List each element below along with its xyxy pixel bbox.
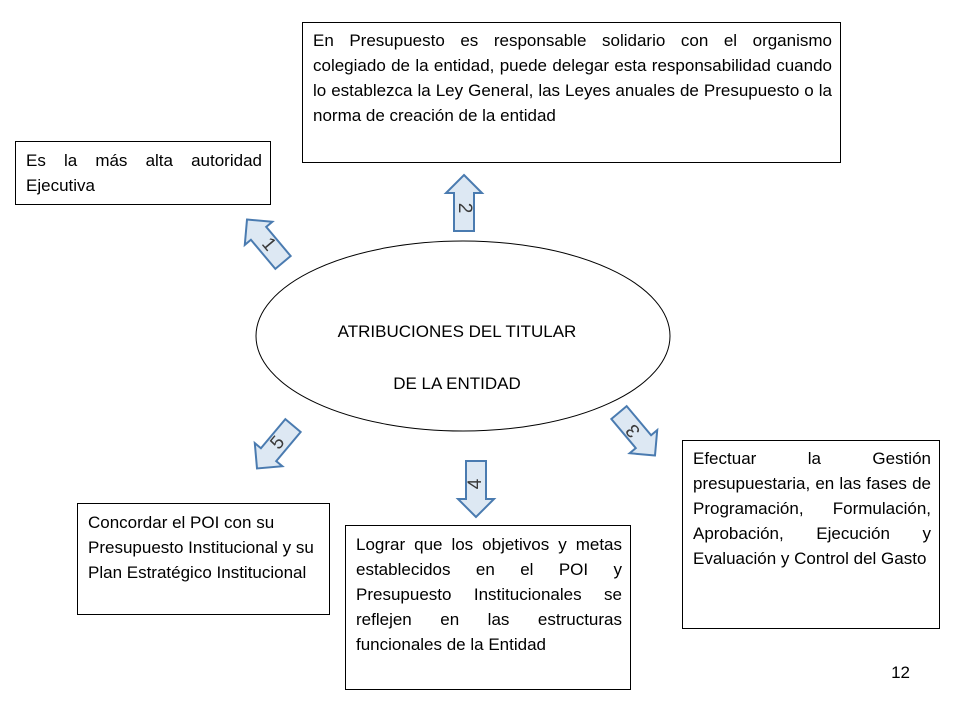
box-objetivos-metas: Lograr que los objetivos y metas estable… [345,525,631,690]
arrow-shape [443,173,485,232]
ellipse-shape [255,240,671,432]
box-responsabilidad: En Presupuesto es responsable solidario … [302,22,841,163]
center-ellipse: ATRIBUCIONES DEL TITULAR DE LA ENTIDAD [255,240,671,432]
box-autoridad: Es la más alta autoridad Ejecutiva [15,141,271,205]
center-title-line2: DE LA ENTIDAD [393,374,521,393]
arrow-shape [253,417,303,470]
arrow-4-icon: 4 [455,460,497,519]
arrow-2-icon: 2 [443,173,485,232]
center-title-line1: ATRIBUCIONES DEL TITULAR [337,322,577,341]
arrow-shape [455,460,497,519]
arrow-shape [243,218,293,271]
arrow-3-icon: 3 [604,400,670,469]
arrow-number: 2 [454,202,475,214]
box-gestion: Efectuar la Gestión presupuestaria, en l… [682,440,940,629]
page-number: 12 [891,663,910,682]
box-concordar-poi: Concordar el POI con su Presupuesto Inst… [77,503,330,615]
arrow-shape [609,404,659,457]
arrow-number: 4 [465,478,486,490]
arrow-5-icon: 5 [242,413,308,482]
arrow-1-icon: 1 [232,207,298,276]
